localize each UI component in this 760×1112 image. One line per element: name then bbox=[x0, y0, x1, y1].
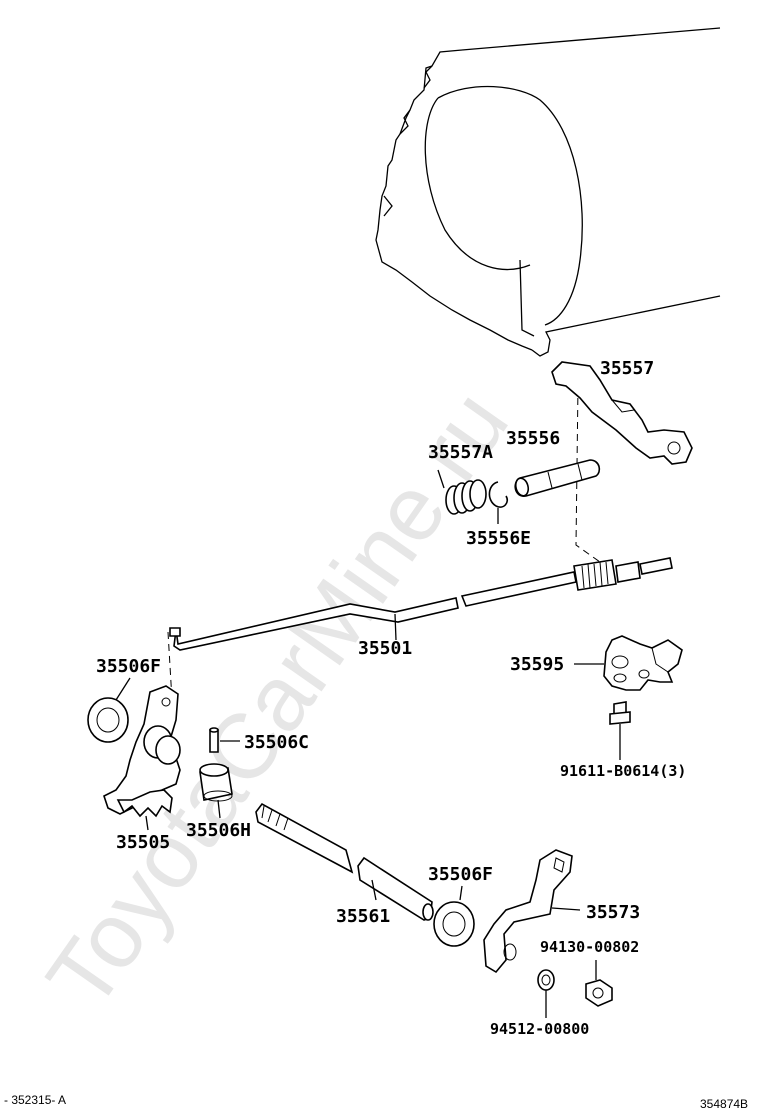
label-35505: 35505 bbox=[116, 832, 170, 853]
washer-94512 bbox=[537, 969, 555, 1018]
label-35506f-lower: 35506F bbox=[428, 864, 493, 885]
label-91611-b0614: 91611-B0614(3) bbox=[560, 762, 686, 780]
label-94512-00800: 94512-00800 bbox=[490, 1020, 589, 1038]
oil-seal-35506f-upper bbox=[87, 677, 131, 743]
label-94130-00802: 94130-00802 bbox=[540, 938, 639, 956]
spring-35557a bbox=[437, 469, 487, 515]
label-35561: 35561 bbox=[336, 906, 390, 927]
label-35506c: 35506C bbox=[244, 732, 309, 753]
e-ring-35556e bbox=[488, 481, 509, 524]
bracket-35557 bbox=[551, 361, 693, 465]
detent-lever-35505 bbox=[103, 685, 181, 831]
footer-right-code: 354874B bbox=[700, 1097, 748, 1111]
reference-line-cable bbox=[575, 385, 601, 563]
label-35556: 35556 bbox=[506, 428, 560, 449]
pin-35506c bbox=[209, 727, 240, 753]
cable-35501 bbox=[169, 557, 673, 651]
bracket-35595 bbox=[574, 635, 683, 691]
shaft-35561 bbox=[255, 802, 434, 921]
lever-35573 bbox=[483, 849, 581, 974]
label-35557: 35557 bbox=[600, 358, 654, 379]
oil-seal-35506f-lower bbox=[433, 885, 475, 947]
label-35573: 35573 bbox=[586, 902, 640, 923]
label-35556e: 35556E bbox=[466, 528, 531, 549]
pin-35556 bbox=[514, 459, 601, 497]
label-35595: 35595 bbox=[510, 654, 564, 675]
label-35506f-upper: 35506F bbox=[96, 656, 161, 677]
bolt-91611 bbox=[609, 701, 631, 760]
label-35501: 35501 bbox=[358, 638, 412, 659]
label-35506h: 35506H bbox=[186, 820, 251, 841]
label-35557a: 35557A bbox=[428, 442, 493, 463]
footer-left-code: - 352315- A bbox=[4, 1093, 66, 1107]
collar-35506h bbox=[199, 763, 233, 819]
transmission-housing bbox=[375, 27, 721, 357]
nut-94130 bbox=[585, 960, 613, 1007]
